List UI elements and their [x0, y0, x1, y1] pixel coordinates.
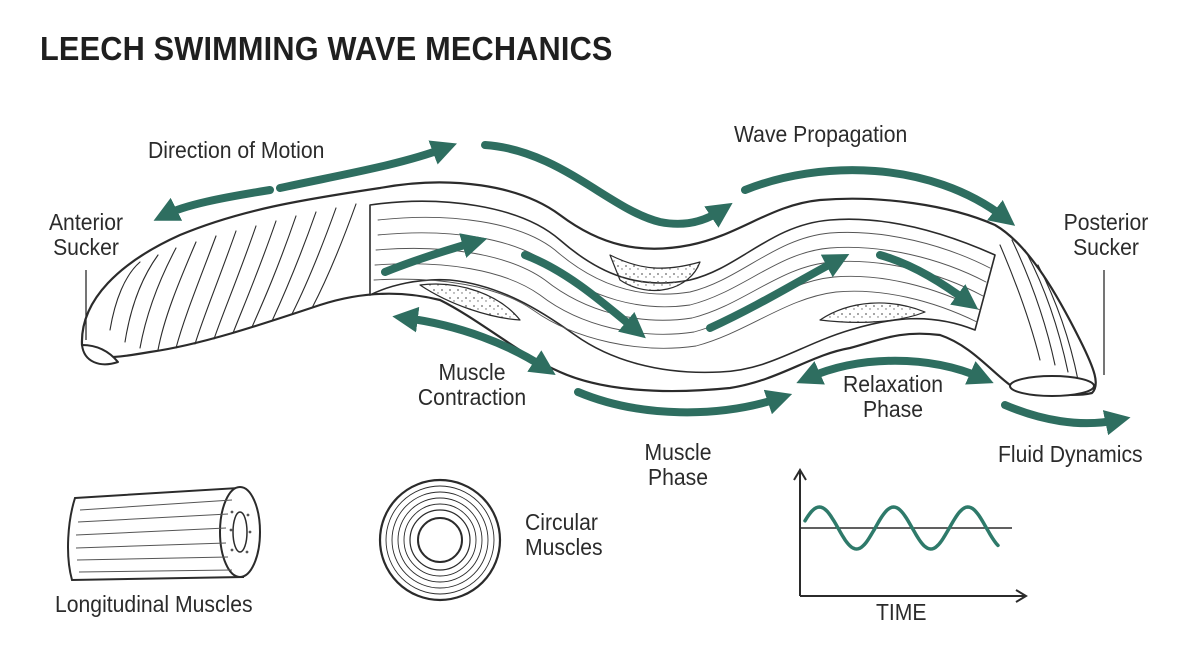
- relaxation-phase-label: Relaxation Phase: [833, 372, 953, 422]
- circular-muscle-ring-icon: [378, 478, 502, 602]
- fluid-pocket: [609, 254, 701, 292]
- internal-arrow: [381, 233, 488, 276]
- muscle-contraction-arrow: [392, 306, 556, 376]
- sine-wave-line: [803, 505, 1000, 551]
- direction-of-motion-arrow: [153, 186, 274, 221]
- muscle-contraction-label-line2: Contraction: [417, 384, 527, 410]
- body-segments: [109, 203, 1079, 381]
- arrows: [153, 140, 1131, 436]
- fluid-dynamics-arrow: [1001, 401, 1131, 436]
- direction-of-motion-arrow: [276, 140, 457, 192]
- sine-wave-graph: [793, 468, 1028, 603]
- muscle-phase-label: Muscle Phase: [625, 440, 732, 490]
- circular-muscles-label: Circular Muscles: [525, 510, 603, 560]
- muscle-phase-label-line1: Muscle: [644, 439, 712, 465]
- wave-arrow: [481, 141, 733, 228]
- wave-propagation-label: Wave Propagation: [734, 121, 908, 147]
- muscle-phase-label-line2: Phase: [647, 464, 709, 490]
- circular-muscles-label-line2: Muscles: [525, 534, 603, 560]
- graph-axes: [793, 468, 1028, 603]
- anterior-sucker: [81, 344, 119, 366]
- muscle-cylinder-icon: [67, 486, 261, 582]
- muscle-contraction-label: Muscle Contraction: [408, 360, 537, 410]
- direction-of-motion-label: Direction of Motion: [148, 137, 325, 163]
- anterior-sucker-label-line1: Anterior: [48, 209, 124, 235]
- internal-arrow: [706, 254, 850, 332]
- relaxation-phase-arrow: [796, 356, 994, 385]
- posterior-sucker: [1009, 375, 1095, 397]
- circular-muscles-label-line1: Circular: [525, 509, 598, 535]
- muscle-phase-arrow: [574, 388, 793, 417]
- page-title: LEECH SWIMMING WAVE MECHANICS: [40, 30, 613, 67]
- posterior-sucker-label: Posterior Sucker: [1054, 210, 1157, 260]
- time-axis-label: TIME: [876, 599, 927, 625]
- anterior-sucker-label: Anterior Sucker: [34, 210, 137, 260]
- fluid-dynamics-label: Fluid Dynamics: [998, 441, 1143, 467]
- posterior-sucker-label-line1: Posterior: [1063, 209, 1149, 235]
- leader-lines: [85, 270, 1105, 375]
- anterior-sucker-label-line2: Sucker: [53, 234, 119, 260]
- wave-propagation-arrow: [741, 166, 1016, 226]
- posterior-sucker-label-line2: Sucker: [1073, 234, 1139, 260]
- fluid-pocket: [819, 302, 926, 323]
- muscle-fibers: [373, 216, 991, 349]
- relaxation-phase-label-line2: Phase: [862, 396, 924, 422]
- internal-arrow: [521, 251, 646, 339]
- relaxation-phase-label-line1: Relaxation: [843, 371, 943, 397]
- longitudinal-muscles-label: Longitudinal Muscles: [55, 591, 253, 617]
- muscle-contraction-label-line1: Muscle: [438, 359, 506, 385]
- internal-arrow: [876, 251, 979, 310]
